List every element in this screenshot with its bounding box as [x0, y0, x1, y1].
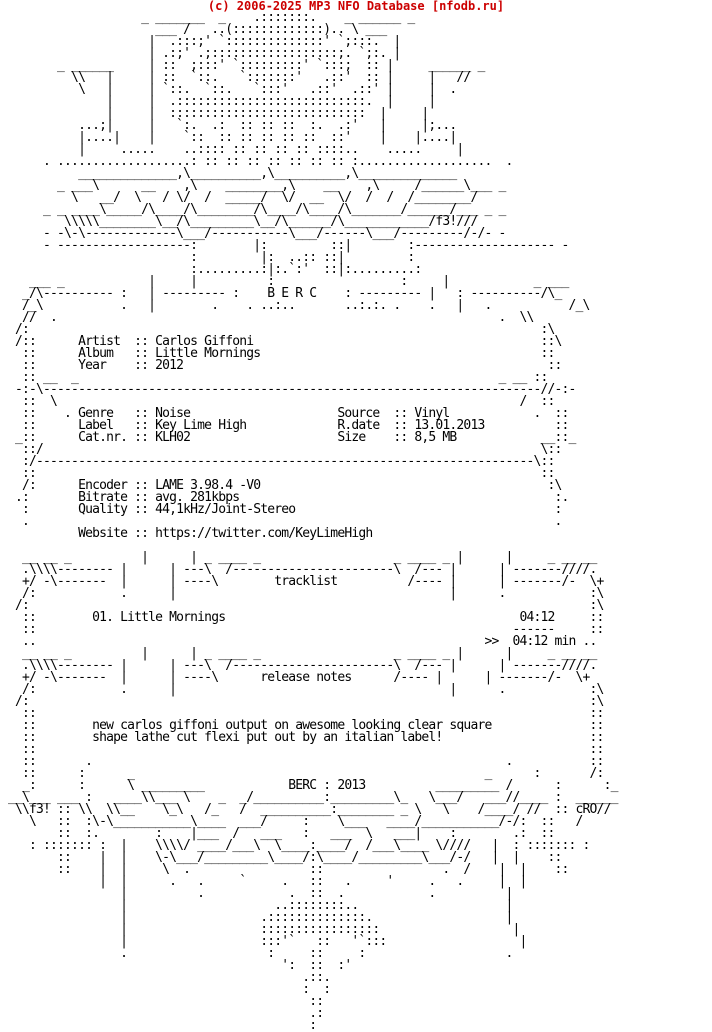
nfo-line: /:: Artist :: Carlos Giffoni ::\: [8, 334, 562, 349]
nfo-line: \ __/ \ / \/ / _____/ \/ __ \/ / / /____…: [8, 190, 478, 205]
nfo-line: :: new carlos giffoni output on awesome …: [8, 718, 604, 733]
nfo-line: : |: ..:: ::| :: [8, 250, 415, 265]
nfo-line: __ __ _ | | _ ____ _ _ ____ _ | | _ __ _…: [8, 646, 597, 661]
nfo-line: : ::::::: : | \\\\/ ____/___\ \____:____…: [8, 838, 590, 853]
nfo-ascii-art: _ _______ _ .:::::::. _ ______ _ ___ / .…: [8, 12, 712, 1032]
nfo-line: \ | | `::. `::. `:::' .::' .::' | | .: [8, 82, 457, 97]
nfo-line: . .: [8, 514, 562, 529]
nfo-line: :: . . ::: [8, 754, 604, 769]
site-header: (c) 2006-2025 MP3 NFO Database [nfodb.ru…: [207, 0, 505, 13]
nfo-line: :: ------ ::: [8, 622, 604, 637]
nfo-line: /: :\: [8, 598, 604, 613]
nfo-line: :: ::: [8, 706, 604, 721]
nfo-line: _:: Cat.nr. :: KLH02 Size :: 8,5 MB __::…: [8, 430, 576, 445]
nfo-line: | | .:::::::::::::::::::::::::::. | |: [8, 94, 436, 109]
nfo-line: // . . \\: [8, 310, 534, 325]
nfo-line: +/ -\------- | | ----\ release notes /--…: [8, 670, 590, 685]
nfo-line: | ..... ..:::: :: :: :: :: ::::.. ..... …: [8, 142, 464, 157]
nfo-line: :: | | \ . :: . / | | ::: [8, 862, 569, 877]
nfo-line: :: Year :: 2012 ::: [8, 358, 562, 373]
nfo-line: | ..::::::::.. |: [8, 898, 513, 913]
nfo-line: \\f3! :: \\ \\__ \_\ /_ / __________:___…: [8, 802, 611, 817]
nfo-line: ::: [8, 994, 324, 1009]
nfo-line: :: | | \-\___/_________\____/:\____/____…: [8, 850, 562, 865]
nfo-line: __\___ ___ : ____\\___ \ _ _/__________:…: [8, 790, 618, 805]
nfo-line: :: 01. Little Mornings 04:12 ::: [8, 610, 604, 625]
nfo-line: | .:;' .;::::::::::::::::::;. `;:. |: [8, 46, 401, 61]
nfo-line: -:-\------------------------------------…: [8, 382, 576, 397]
nfo-line: ::/ \::: [8, 442, 562, 457]
nfo-line: | .:::;' `::::::::::::::' `;:::. |: [8, 34, 401, 49]
nfo-line: .: Bitrate :: avg. 281kbps :.: [8, 490, 569, 505]
nfo-line: ______________,\__________,\__________,\…: [8, 166, 457, 181]
nfo-line: _/\---------- : | --------- : B E R C : …: [8, 286, 562, 301]
nfo-line: :: ::: [8, 742, 604, 757]
nfo-line: :.........:|:.`:' ::|:.........:: [8, 262, 422, 277]
nfo-line: _ _ ____\_____/\____/\________/\____/\__…: [8, 202, 506, 217]
nfo-line: +/ -\------- | | ----\ tracklist /---- |…: [8, 574, 604, 589]
nfo-line: |....| | `:: :: :: :: :: :: ::' | |....|: [8, 130, 457, 145]
nfo-line: ___ _ | | : : | _ ___: [8, 274, 569, 289]
nfo-line: /: :\: [8, 322, 555, 337]
nfo-line: __ __ _ | | _ ____ _ _ ____ _ | | _ __ _…: [8, 550, 597, 565]
nfo-line: .:: [8, 1006, 324, 1021]
nfo-line: /_\ . | . . ..:.. ..:.:. . . | . /_\: [8, 298, 590, 313]
nfo-line: :: ::: [8, 466, 555, 481]
nfo-line: : Quality :: 44,1kHz/Joint-Stereo :: [8, 502, 562, 517]
nfo-line: _ _______ _ .:::::::. _ ______ _: [8, 12, 415, 25]
nfo-line: _ ___\ __ ,\ ________,\ __ ,\ /______\__…: [8, 178, 506, 193]
nfo-line: :: \ / ::: [8, 394, 555, 409]
nfo-line: \\\\\________\__/\_________\__/\______/\…: [8, 214, 478, 229]
nfo-line: ': :: :': [8, 958, 352, 973]
nfo-line: /: :\: [8, 694, 604, 709]
nfo-line: | . . :: . . |: [8, 886, 513, 901]
nfo-line: .\\\\-------- | | ---\ /----------------…: [8, 562, 597, 577]
nfo-line: .::.: [8, 970, 331, 985]
nfo-line: . ...................: :: :: :: :: :: ::…: [8, 154, 513, 169]
nfo-line: :: . Genre :: Noise Source :: Vinyl . ::: [8, 406, 569, 421]
nfo-line: :: [8, 1018, 317, 1032]
nfo-line: \ :: :\-\___________\____ ___/ : \___ __…: [8, 814, 583, 829]
nfo-line: ___ / ..(:::::::::::::).. \ ___: [8, 22, 387, 37]
nfo-line: | .::::::::::::::. |: [8, 910, 513, 925]
nfo-line: ...;| | `:. .: :: :: :: :. .:' | |;...: [8, 118, 457, 133]
nfo-line: _ ______ | :: ;:::' `:::::::::' `:::; ::…: [8, 58, 485, 73]
nfo-line: /: . | | . :\: [8, 586, 604, 601]
nfo-line: :: Label :: Key Lime High R.date :: 13.0…: [8, 418, 569, 433]
nfo-line: .\\\\-------- | | ---\ /----------------…: [8, 658, 597, 673]
nfo-line: - -------------------: |: ::| :---------…: [8, 238, 569, 253]
nfo-line: | :::'` :: '`::: |: [8, 934, 527, 949]
nfo-line: - -\-\-------------\___/-----------\___/…: [8, 226, 506, 241]
nfo-line: :: Album :: Little Mornings ::: [8, 346, 555, 361]
nfo-line: : :: [8, 982, 331, 997]
nfo-line: | | . . ` . :: . ' . . | |: [8, 874, 527, 889]
nfo-line: .. >> 04:12 min ..: [8, 634, 597, 649]
nfo-line: :: :. : |___ / ___ : ___ \ ___| : .: ::: [8, 826, 555, 841]
nfo-line: \\ | | :: `::. `:::::::' .::' :: | | //: [8, 70, 471, 85]
nfo-line: | ::::::::::::::::: |: [8, 922, 520, 937]
nfo-line: :: shape lathe cut flexi put out by an i…: [8, 730, 604, 745]
nfo-line: _: : \ _________ BERC : 2013 _________ /…: [8, 778, 618, 793]
nfo-line: /: . | | . :\: [8, 682, 604, 697]
nfo-line: Website :: https://twitter.com/KeyLimeHi…: [8, 526, 373, 541]
nfo-line: | | :::::::::::::::::::::::::::: | |: [8, 106, 429, 121]
nfo-line: :: : _ _ : /:: [8, 766, 604, 781]
nfo-line: . : :: : .: [8, 946, 513, 961]
nfo-line: :/--------------------------------------…: [8, 454, 555, 469]
nfo-line: :: __ _ _ __ ::: [8, 370, 548, 385]
nfo-line: /: Encoder :: LAME 3.98.4 -V0 :\: [8, 478, 562, 493]
